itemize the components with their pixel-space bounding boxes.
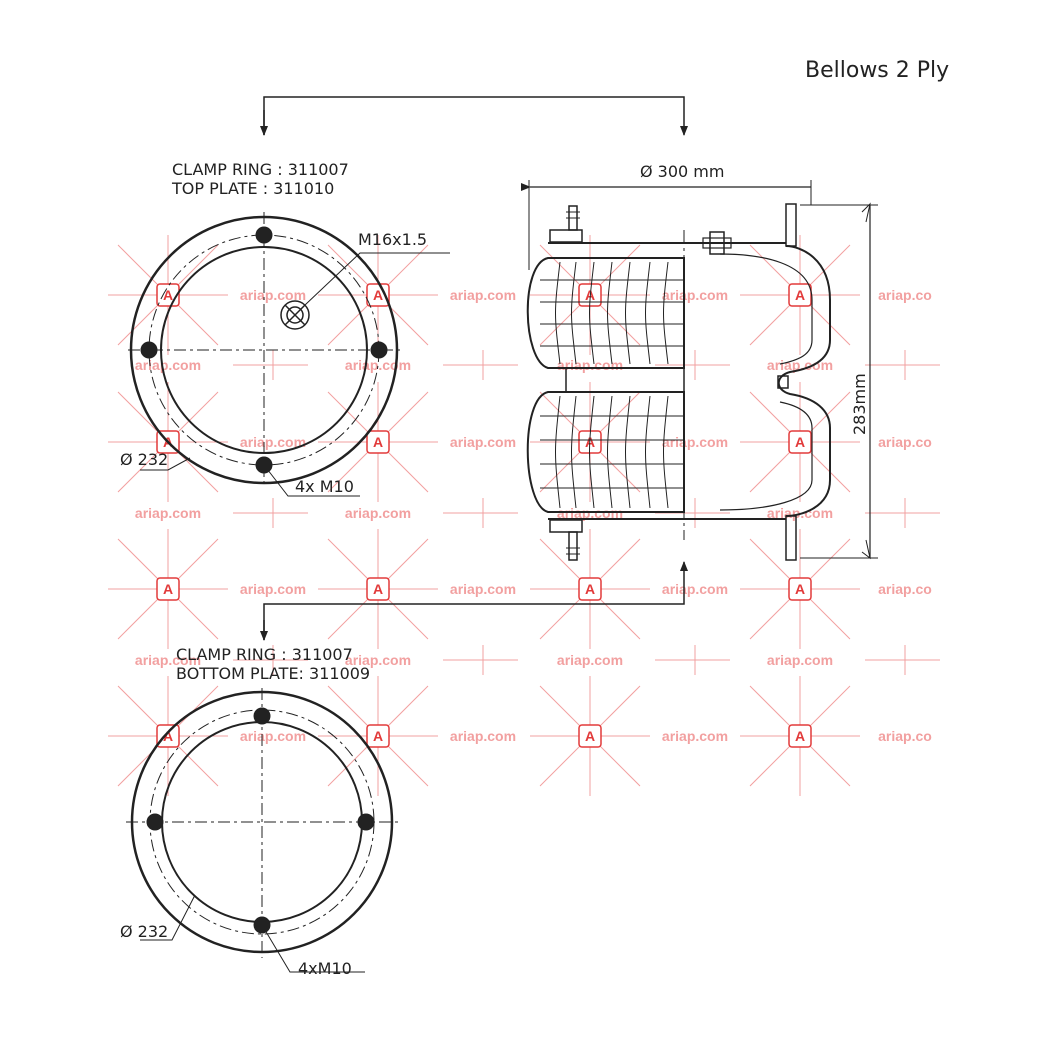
watermark-logo-icon [788,724,812,748]
bellows-side-view [521,180,878,561]
watermark-logo-letter: A [163,287,173,303]
bellows-rib [625,395,631,509]
bellows-rib [625,261,631,365]
bellows-rib [645,261,651,365]
bottom-bolts-label: 4xM10 [298,959,352,978]
bottom-plate-view [126,688,398,973]
watermark-text: ariap.co [878,287,932,303]
bellows-ribs [540,261,684,509]
watermark-text: ariap.com [767,505,833,521]
bottom-plate-label: BOTTOM PLATE: 311009 [176,664,370,683]
top-diameter-label: Ø 232 [120,450,168,469]
watermark-text: ariap.com [345,652,411,668]
watermark-logo-icon [788,430,812,454]
watermark-logo-letter: A [373,287,383,303]
watermark-logo-icon [366,577,390,601]
watermark-logo-icon [578,577,602,601]
bellows-rib [645,395,651,509]
watermark-text: ariap.com [345,357,411,373]
top-clamp-ring-label: CLAMP RING : 311007 [172,160,349,179]
watermark-text: ariap.com [450,434,516,450]
bellows-rib [555,395,561,509]
watermark-text: ariap.com [767,357,833,373]
top-plate-label: TOP PLATE : 311010 [171,179,334,198]
watermark-text: ariap.com [662,434,728,450]
watermark-logo-icon [578,724,602,748]
watermark-logo-icon [788,283,812,307]
watermark-logo-letter: A [795,581,805,597]
watermark-text: ariap.com [345,505,411,521]
view-link-arrow-bottom [260,561,688,641]
height-dimension-label: 283mm [850,373,869,435]
watermark-logo-letter: A [795,434,805,450]
bellows-rib [663,261,669,365]
bottom-diameter-label: Ø 232 [120,922,168,941]
watermark-text: ariap.com [662,581,728,597]
top-plate-view [128,212,450,497]
bellows-rib [555,261,561,365]
watermark-logo-letter: A [163,728,173,744]
watermark-text: ariap.com [662,287,728,303]
drawing-title: Bellows 2 Ply [805,58,949,83]
watermark-logo-icon [788,577,812,601]
watermark-logo-letter: A [795,287,805,303]
watermark-logo-letter: A [373,581,383,597]
bellows-rib [571,395,577,509]
watermark-logo-icon [366,430,390,454]
watermark-logo-letter: A [373,434,383,450]
bellows-rib [571,261,577,365]
watermark-text: ariap.com [450,581,516,597]
watermark-logo-letter: A [163,581,173,597]
watermark-logo-letter: A [585,581,595,597]
watermark-logo-icon [156,577,180,601]
watermark-text: ariap.com [240,728,306,744]
watermark-text: ariap.com [557,357,623,373]
watermark-logo-letter: A [795,728,805,744]
bottom-bolt-holes [146,707,375,934]
watermark-text: ariap.com [450,287,516,303]
watermark-logo-letter: A [373,728,383,744]
watermark-text: ariap.com [557,652,623,668]
watermark-logo-letter: A [585,728,595,744]
watermark-text: ariap.com [240,287,306,303]
bellows-rib [607,395,613,509]
watermark-text: ariap.com [450,728,516,744]
bellows-rib [663,395,669,509]
air-fitting-port [280,300,310,330]
watermark-logo-icon [156,724,180,748]
watermark-text: ariap.com [135,652,201,668]
bottom-clamp-ring-label: CLAMP RING : 311007 [176,645,353,664]
watermark-text: ariap.com [662,728,728,744]
watermark-logo-icon [366,724,390,748]
view-link-arrow-top [260,96,688,136]
bellows-rib [589,261,595,365]
watermark-text: ariap.com [135,357,201,373]
watermark-text: ariap.co [878,581,932,597]
bellows-rib [607,261,613,365]
width-dimension-label: Ø 300 mm [640,162,724,181]
watermark-text: ariap.com [767,652,833,668]
watermark-text: ariap.co [878,434,932,450]
watermark-text: ariap.com [240,434,306,450]
thread-label: M16x1.5 [358,230,427,249]
watermark-text: ariap.com [240,581,306,597]
top-bolts-label: 4x M10 [295,477,354,496]
watermark-logo-letter: A [585,287,595,303]
bellows-rib [589,395,595,509]
watermark-text: ariap.co [878,728,932,744]
watermark-text: ariap.com [135,505,201,521]
